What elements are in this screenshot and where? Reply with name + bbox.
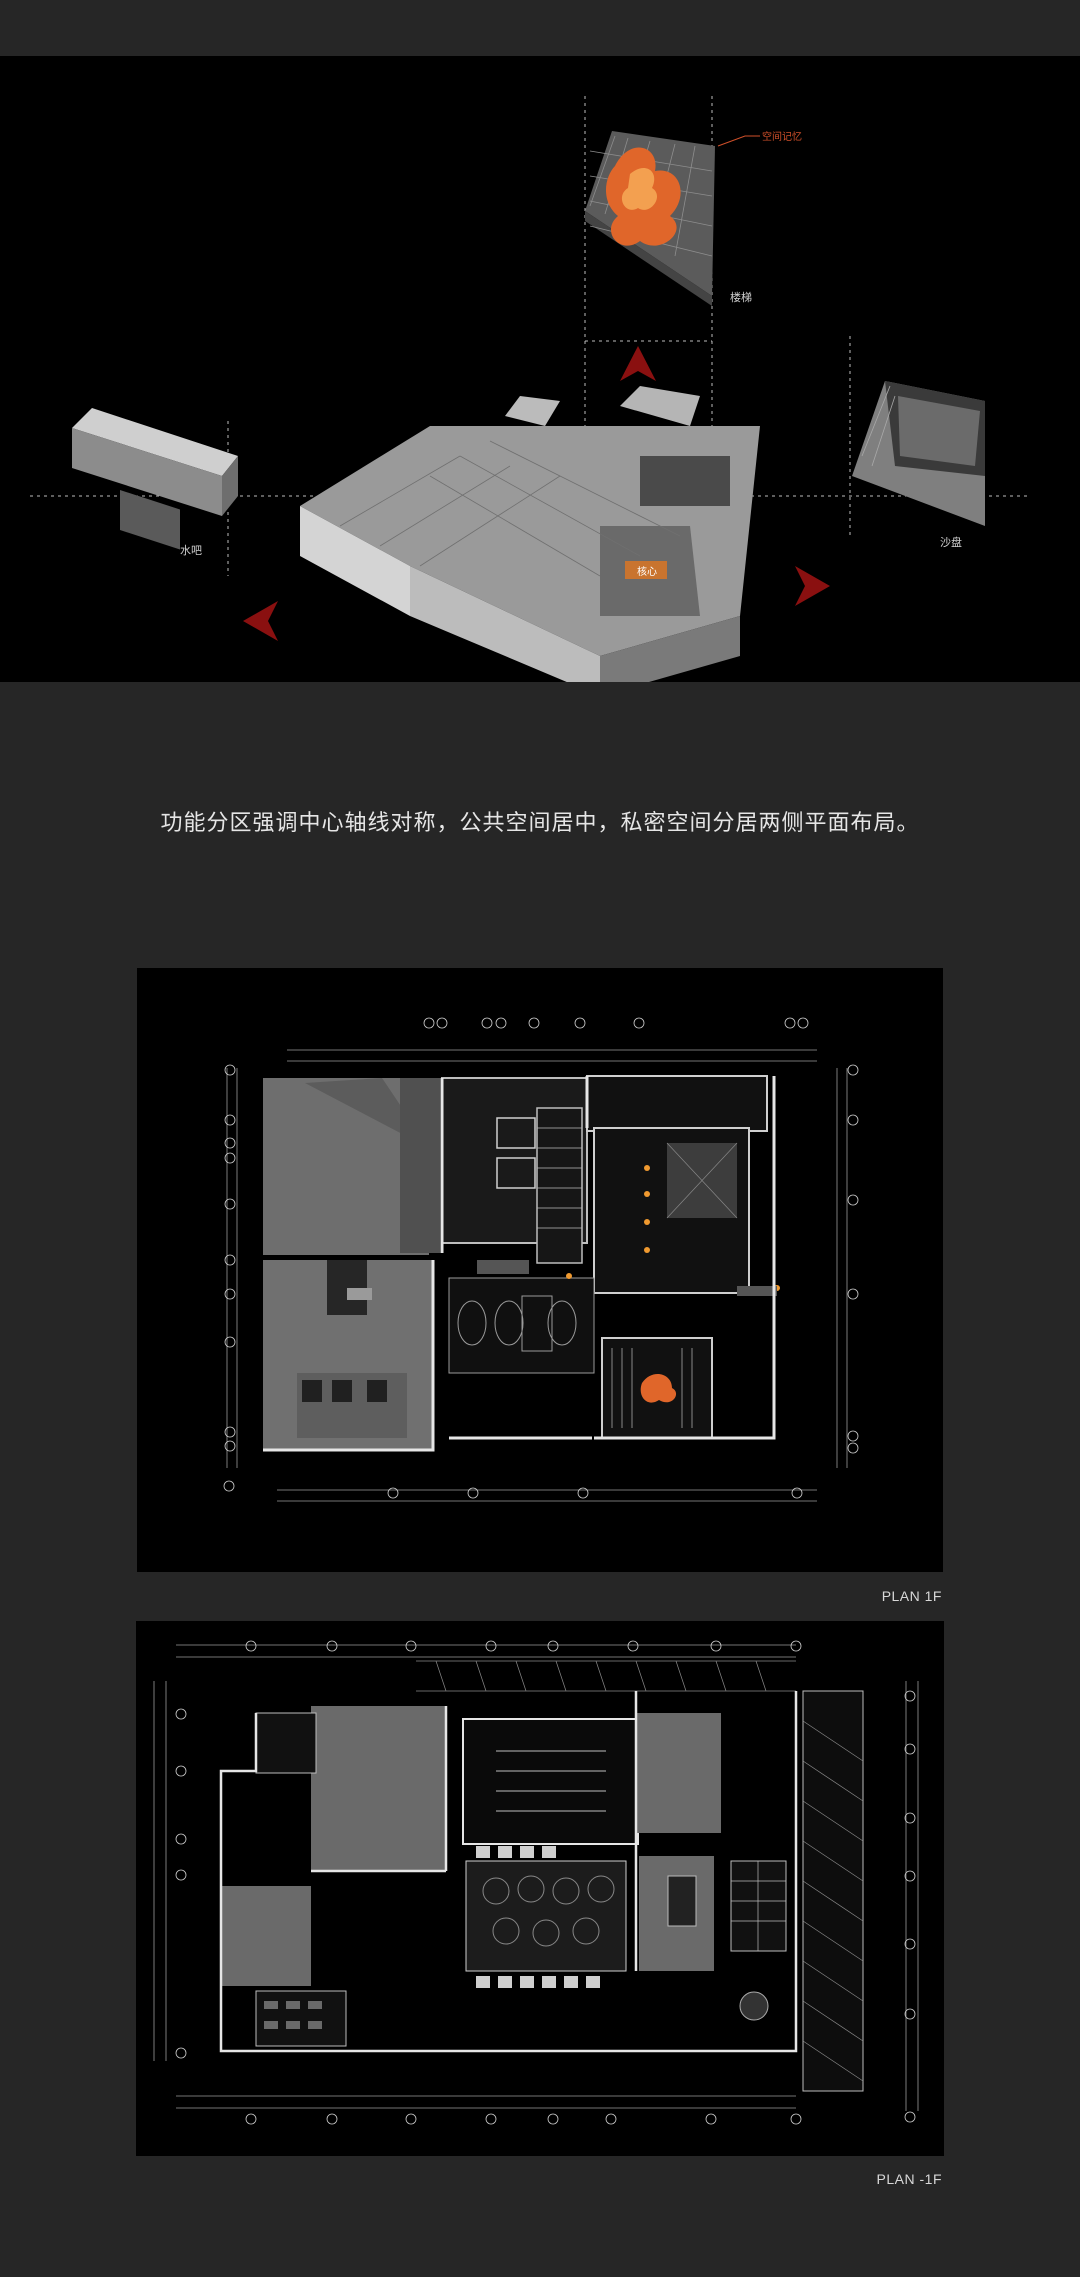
- axonometric-drawing: 水吧 核心: [30, 96, 1030, 682]
- label-sand-table: 沙盘: [940, 535, 962, 549]
- sand-table-block: [852, 381, 985, 526]
- stair-volume-block: [585, 131, 715, 306]
- plan-1f-drawing: [137, 968, 943, 1572]
- label-stair: 楼梯: [730, 290, 752, 304]
- caption-text: 功能分区强调中心轴线对称，公共空间居中，私密空间分居两侧平面布局。: [160, 811, 920, 836]
- plan-1f-svg: [223, 1017, 859, 1502]
- main-building-block: [300, 386, 760, 682]
- label-space-memory: 空间记忆: [762, 130, 802, 143]
- plan-b1-drawing: [136, 1621, 944, 2156]
- arrow-right-icon: [795, 566, 830, 606]
- plan-1f-label: PLAN 1F: [881, 1588, 942, 1604]
- arrow-up-icon: [620, 346, 656, 381]
- water-bar-block: [72, 408, 238, 550]
- label-water-bar: 水吧: [180, 544, 202, 557]
- plan-b1-label: PLAN -1F: [876, 2171, 942, 2187]
- axonometric-panel: 水吧 核心: [0, 56, 1080, 682]
- plan-b1-svg: [153, 1640, 919, 2125]
- arrow-left-icon: [243, 601, 278, 641]
- label-core: 核心: [637, 565, 657, 578]
